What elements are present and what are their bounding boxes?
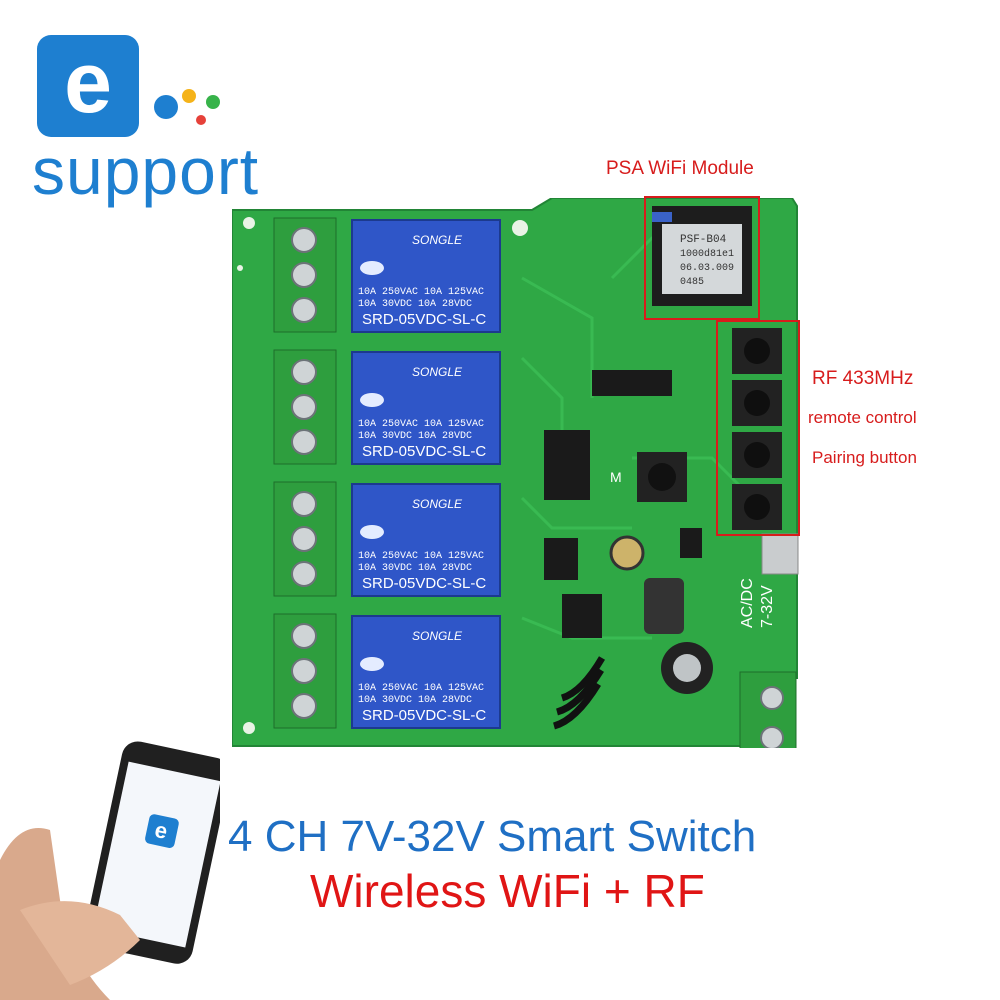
relay-3-rating-2: 10A 30VDC 10A 28VDC bbox=[358, 563, 472, 574]
wifi-module-highlight bbox=[644, 196, 760, 320]
logo-dot-yellow bbox=[182, 89, 196, 103]
wifi-module: PSF-B04 1000d81e1 06.03.009 0485 bbox=[652, 206, 752, 306]
relay-2-rating-1: 10A 250VAC 10A 125VAC bbox=[358, 419, 484, 430]
relay-board: SONGLE 10A 250VAC 10A 125VAC 10A 30VDC 1… bbox=[232, 198, 799, 748]
module-line-4: 0485 bbox=[680, 277, 704, 288]
relay-2-brand: SONGLE bbox=[412, 365, 463, 379]
rf-label-line-1: RF 433MHz bbox=[812, 368, 914, 389]
relay-2-model: SRD-05VDC-SL-C bbox=[362, 443, 486, 460]
relay-4-rating-1: 10A 250VAC 10A 125VAC bbox=[358, 683, 484, 694]
phone-with-app: e bbox=[0, 741, 220, 1000]
relay-4-brand: SONGLE bbox=[412, 629, 463, 643]
relay-4-model: SRD-05VDC-SL-C bbox=[362, 707, 486, 724]
m-mark: M bbox=[610, 469, 622, 485]
voltage-mark: 7-32V bbox=[759, 585, 776, 628]
module-line-3: 06.03.009 bbox=[680, 263, 734, 274]
relay-1: SONGLE 10A 250VAC 10A 125VAC 10A 30VDC 1… bbox=[351, 219, 501, 333]
logo-dot-red bbox=[196, 115, 206, 125]
rf-label-line-2: remote control bbox=[808, 408, 917, 427]
relay-4-rating-2: 10A 30VDC 10A 28VDC bbox=[358, 695, 472, 706]
module-line-2: 1000d81e1 bbox=[680, 248, 734, 260]
relay-3-brand: SONGLE bbox=[412, 497, 463, 511]
svg-text:e: e bbox=[153, 817, 170, 844]
product-subtitle: Wireless WiFi + RF bbox=[310, 865, 705, 917]
relay-1-brand: SONGLE bbox=[412, 233, 463, 247]
rf-label-line-3: Pairing button bbox=[812, 448, 917, 467]
logo-badge bbox=[37, 35, 139, 137]
logo-word: support bbox=[32, 134, 260, 208]
logo-dot-blue bbox=[154, 95, 178, 119]
relay-2: SONGLE 10A 250VAC 10A 125VAC 10A 30VDC 1… bbox=[351, 351, 501, 465]
relay-3-rating-1: 10A 250VAC 10A 125VAC bbox=[358, 551, 484, 562]
wifi-module-label: PSA WiFi Module bbox=[606, 158, 754, 179]
product-title: 4 CH 7V-32V Smart Switch bbox=[228, 812, 757, 861]
logo-letter: e bbox=[64, 35, 112, 131]
relay-1-rating-2: 10A 30VDC 10A 28VDC bbox=[358, 299, 472, 310]
esupport-logo: e support bbox=[32, 35, 292, 215]
relay-2-rating-2: 10A 30VDC 10A 28VDC bbox=[358, 431, 472, 442]
module-line-1: PSF-B04 bbox=[680, 234, 727, 246]
relay-1-model: SRD-05VDC-SL-C bbox=[362, 311, 486, 328]
pairing-buttons bbox=[732, 328, 782, 530]
relay-4: SONGLE 10A 250VAC 10A 125VAC 10A 30VDC 1… bbox=[351, 615, 501, 729]
relay-3-model: SRD-05VDC-SL-C bbox=[362, 575, 486, 592]
pairing-buttons-highlight bbox=[716, 320, 800, 536]
logo-dot-green bbox=[206, 95, 220, 109]
relay-3: SONGLE 10A 250VAC 10A 125VAC 10A 30VDC 1… bbox=[351, 483, 501, 597]
power-mark: AC/DC bbox=[739, 578, 756, 628]
relay-1-rating-1: 10A 250VAC 10A 125VAC bbox=[358, 287, 484, 298]
